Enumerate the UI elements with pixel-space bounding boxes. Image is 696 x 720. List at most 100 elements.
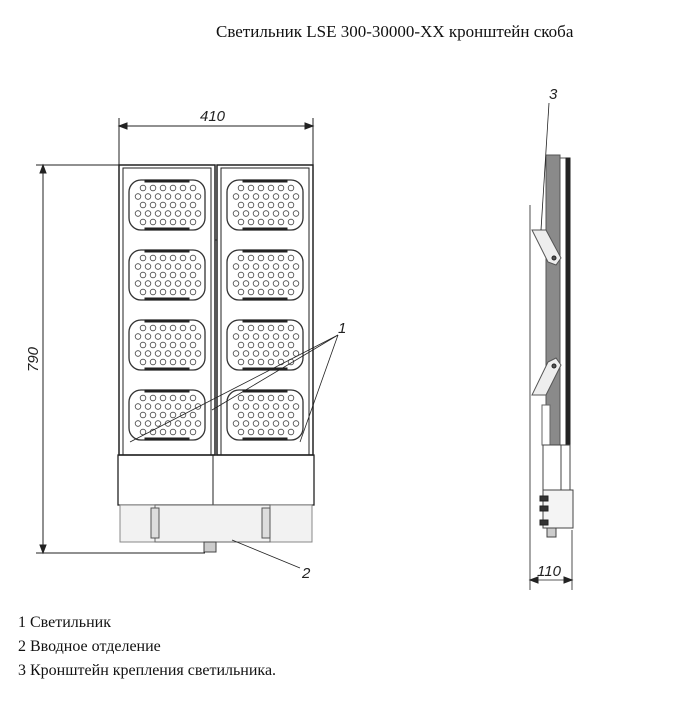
callout-1: 1	[338, 320, 346, 337]
led	[292, 403, 300, 410]
led	[287, 288, 295, 296]
led	[272, 350, 280, 357]
led	[292, 210, 300, 217]
led	[277, 218, 285, 226]
led	[189, 341, 197, 349]
led	[282, 403, 290, 410]
led	[277, 341, 285, 349]
led	[189, 411, 197, 419]
led	[164, 210, 172, 217]
led	[282, 263, 290, 270]
led	[277, 184, 285, 192]
led	[134, 280, 142, 287]
led	[232, 193, 240, 200]
led	[179, 394, 187, 402]
led	[252, 403, 260, 410]
led	[232, 420, 240, 427]
arrow	[117, 122, 128, 130]
led	[139, 358, 147, 366]
legend-item-3: 3 Кронштейн крепления светильника.	[18, 662, 277, 679]
led	[267, 254, 275, 262]
led	[149, 324, 157, 332]
led	[184, 210, 192, 217]
led	[169, 201, 177, 209]
led	[257, 254, 265, 262]
led	[287, 428, 295, 436]
led	[267, 184, 275, 192]
led	[292, 280, 300, 287]
led	[144, 263, 152, 270]
led-module	[226, 249, 304, 301]
led	[237, 411, 245, 419]
led	[139, 184, 147, 192]
side-view: 110 3	[528, 86, 574, 590]
led	[169, 428, 177, 436]
led	[139, 254, 147, 262]
led	[257, 411, 265, 419]
leader-line	[211, 334, 339, 411]
led	[252, 333, 260, 340]
led	[169, 324, 177, 332]
led	[252, 263, 260, 270]
led	[154, 280, 162, 287]
led	[262, 403, 270, 410]
led	[169, 341, 177, 349]
led	[174, 280, 182, 287]
led	[272, 403, 280, 410]
led	[164, 193, 172, 200]
led	[179, 324, 187, 332]
led-module	[226, 389, 304, 441]
led	[232, 350, 240, 357]
led	[257, 324, 265, 332]
led	[134, 420, 142, 427]
led	[189, 201, 197, 209]
led	[194, 263, 202, 270]
led	[257, 358, 265, 366]
led	[149, 288, 157, 296]
led	[257, 288, 265, 296]
led	[149, 271, 157, 279]
led	[179, 254, 187, 262]
led	[154, 263, 162, 270]
led	[159, 341, 167, 349]
led	[292, 193, 300, 200]
led	[149, 201, 157, 209]
cable-gland	[203, 541, 217, 553]
led-module	[226, 319, 304, 371]
led	[277, 358, 285, 366]
led	[159, 271, 167, 279]
led	[179, 218, 187, 226]
callout-2: 2	[301, 565, 311, 582]
led	[242, 263, 250, 270]
led	[154, 350, 162, 357]
led	[262, 420, 270, 427]
led	[247, 341, 255, 349]
led	[242, 420, 250, 427]
led	[262, 333, 270, 340]
led	[169, 288, 177, 296]
led	[277, 428, 285, 436]
led	[267, 288, 275, 296]
led	[287, 411, 295, 419]
side-body	[545, 154, 561, 446]
led	[257, 394, 265, 402]
led	[134, 263, 142, 270]
led	[139, 341, 147, 349]
led	[287, 394, 295, 402]
led-module	[128, 389, 206, 441]
led	[189, 324, 197, 332]
led	[262, 210, 270, 217]
led	[257, 184, 265, 192]
led	[237, 201, 245, 209]
led	[267, 411, 275, 419]
led	[237, 271, 245, 279]
led	[184, 263, 192, 270]
led	[144, 350, 152, 357]
led	[139, 218, 147, 226]
led	[194, 193, 202, 200]
led	[242, 350, 250, 357]
led-module	[128, 249, 206, 301]
led	[232, 210, 240, 217]
led	[189, 184, 197, 192]
led	[247, 254, 255, 262]
